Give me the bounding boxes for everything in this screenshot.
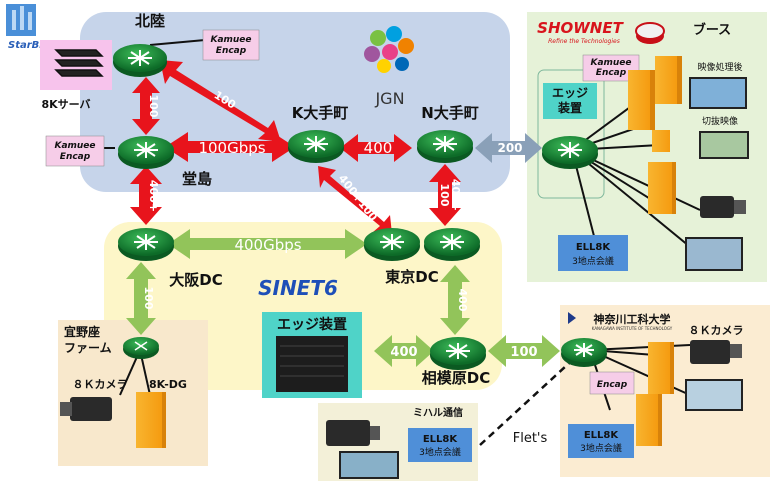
shownet-sub: Refine the Technologies [548,38,620,45]
jgn-label: JGN [374,89,404,108]
label-osaka-dc: 大阪DC [169,271,222,289]
camera-kanagawa [690,340,742,364]
ell-sub-booth: 3地点会議 [572,255,614,267]
edge-label-booth: エッジ装置 [552,86,588,115]
camera-ginoza [60,397,112,421]
shownet-logo: SHOWNET [537,19,624,37]
edge-rack-lines [280,345,344,377]
ell-box-miharu [408,428,472,462]
starbed-logo [6,4,36,36]
link-label-osaka-tokyo: 400Gbps [234,236,301,254]
edge-rack-photo [276,336,348,392]
label-n-otemachi: N大手町 [421,104,479,122]
jgn-logo [364,26,414,73]
device-stack-booth-1 [628,70,655,130]
link-label-tokyo-sagamihara: 400 [456,289,469,312]
device-stack-kanagawa-2 [636,394,662,446]
ell-sub-miharu: 3地点会議 [419,446,461,458]
label-tokyo-dc: 東京DC [385,268,438,286]
router-booth [542,136,598,169]
label-eizo-after: 映像処理後 [697,61,742,73]
monitor-booth-eizo [689,77,747,109]
camera-miharu [326,420,380,446]
ell-sub-kanagawa: 3地点会議 [580,442,622,454]
label-camera-8k-right: ８Ｋカメラ [689,324,744,337]
link-label-edge-sagamihara: 400 [390,345,417,360]
label-dojima: 堂島 [182,170,212,188]
encap-label-kanagawa: Encap [597,380,628,390]
label-hokuriku: 北陸 [135,12,165,30]
link-label-k-n: 400 [364,139,393,157]
label-camera-8k-left: ８Ｋカメラ [73,378,128,391]
device-stack-booth-3 [652,130,670,152]
starbed-label: StarBED [8,40,54,51]
link-label-n-tokyo: 400+100 [438,179,462,211]
router-k-otemachi [288,130,344,163]
label-sagamihara-dc: 相模原DC [422,369,490,387]
shownet-disc-icon [635,22,665,44]
ell-title-booth: ELL8K [576,242,612,253]
router-ginoza [123,337,159,359]
label-k-otemachi: K大手町 [292,104,349,122]
router-tokyo-dc-1 [364,228,420,261]
server-8k-icon [54,49,104,77]
router-kanagawa [561,338,607,367]
device-stack-booth-4 [648,162,676,214]
monitor-kanagawa [685,379,743,411]
green-arrows [126,229,560,367]
flets-dashed-link [479,354,579,446]
blue-arrow-n-booth [475,133,542,163]
label-kanagawa: 神奈川工科大学 [594,312,671,326]
ell-title-miharu: ELL8K [423,434,459,445]
device-stack-booth-2 [655,56,682,104]
camera-booth [700,196,746,218]
edge-box-booth [543,83,597,119]
router-dojima [118,136,174,169]
device-stack-ginoza [136,392,166,448]
label-8k-dg: 8K-DG [149,378,187,391]
router-hokuriku [113,44,167,77]
booth-label: ブース [693,22,731,38]
router-osaka-dc [118,228,174,261]
label-ginoza: 宜野座ファーム [64,324,112,355]
link-label-hokuriku-dojima: 100 [147,95,160,118]
kamuee-box-hokuriku [202,29,260,61]
router-tokyo-dc-2 [424,228,480,261]
ell-box-kanagawa [568,424,634,458]
sinet-logo: SINET6 [258,276,338,300]
link-label-n-booth: 200 [497,141,522,155]
router-sagamihara-dc [430,337,486,370]
label-kiri-eizo: 切抜映像 [702,115,738,127]
link-label-osaka-ginoza: 100 [142,287,155,310]
monitor-booth-ell [685,237,743,271]
kanagawa-logo-icon [568,312,576,324]
monitor-miharu [339,451,399,479]
edge-label-center: エッジ装置 [277,316,347,333]
booth-edge-frame [537,69,605,199]
server-8k-label: 8Kサーバ [41,98,90,111]
red-arrows [130,60,461,234]
link-label-dojima-k: 100Gbps [198,139,265,157]
kamuee-box-dojima [45,135,105,167]
router-n-otemachi [417,130,473,163]
device-stack-kanagawa-1 [648,342,674,394]
label-flets: Flet's [513,431,548,446]
ell-box-booth [558,235,628,271]
link-label-dojima-osaka: 400+ [147,180,160,212]
link-label-sagamihara-kanagawa: 100 [510,345,537,360]
encap-box-kanagawa [589,371,635,395]
ell-title-kanagawa: ELL8K [584,430,620,441]
label-kanagawa-sub: KANAGAWA INSTITUTE OF TECHNOLOGY [592,326,673,331]
monitor-booth-kiri [699,131,749,159]
label-miharu: ミハル通信 [413,406,463,419]
